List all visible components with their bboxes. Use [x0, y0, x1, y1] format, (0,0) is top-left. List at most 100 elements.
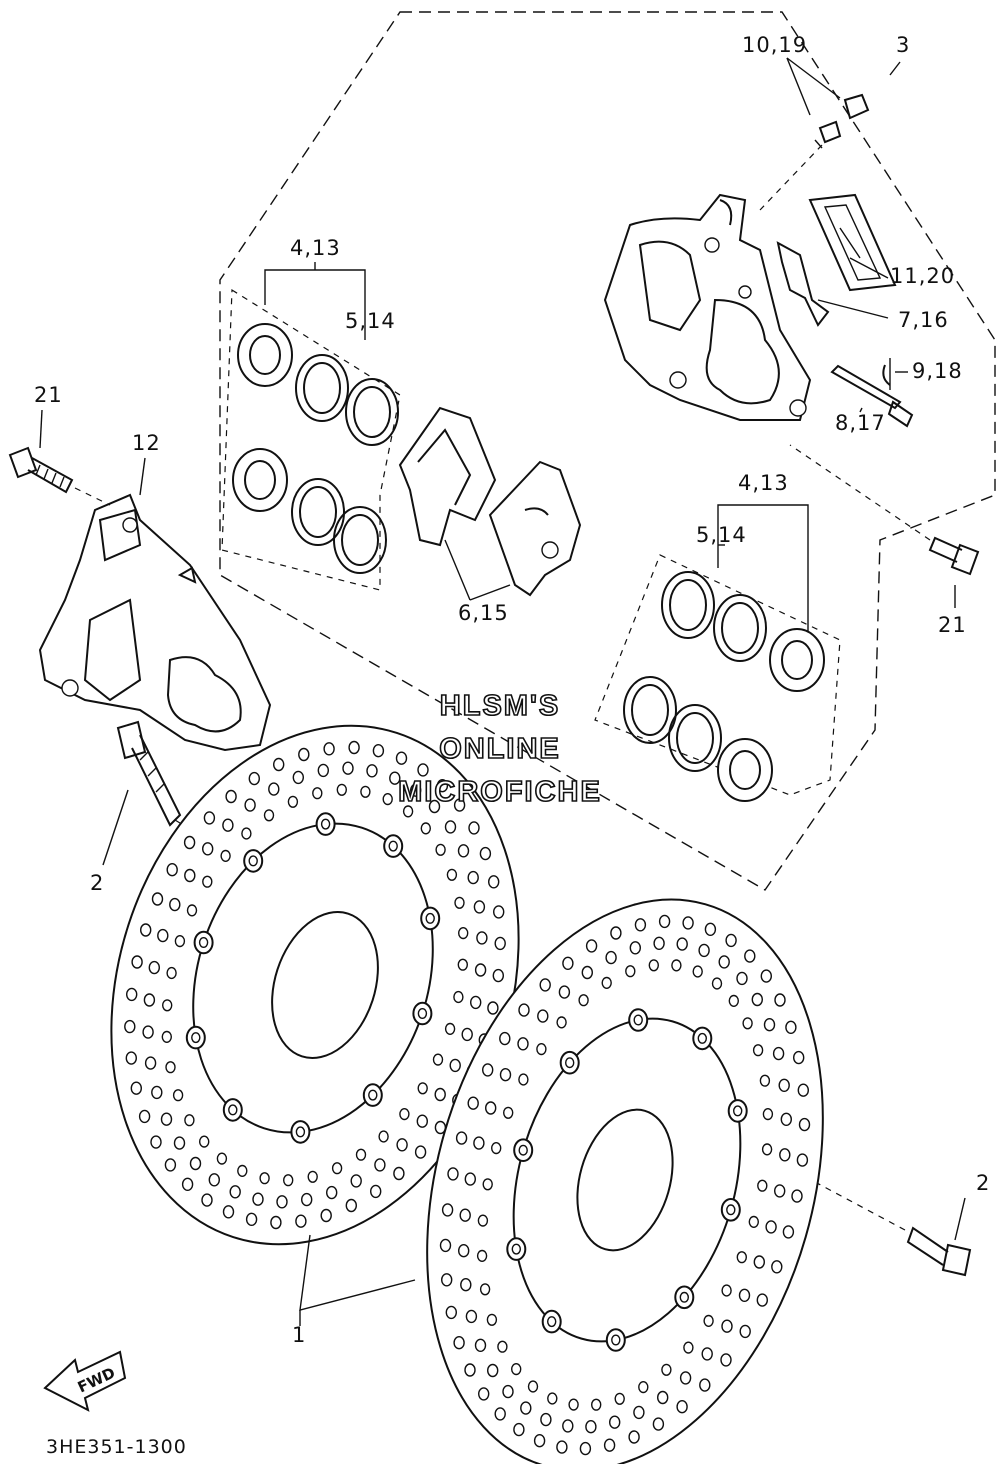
disc-vent-hole — [494, 1407, 506, 1421]
seals-lower — [623, 571, 767, 772]
disc-vent-hole — [744, 949, 756, 963]
rotor-rivet-center — [388, 840, 398, 852]
rotor-rivet-center — [547, 1316, 557, 1328]
disc-vent-hole — [139, 923, 152, 937]
disc-vent-hole — [174, 934, 186, 948]
disc-vent-hole — [738, 1288, 751, 1303]
disc-vent-hole — [711, 977, 723, 990]
bolt-21-left — [8, 446, 74, 494]
pad-pin — [830, 364, 914, 428]
disc-vent-hole — [482, 1178, 493, 1191]
disc-vent-hole — [718, 955, 730, 969]
disc-vent-hole — [130, 1081, 143, 1095]
bleed-screw — [814, 93, 870, 149]
disc-vent-hole — [143, 993, 156, 1007]
disc-vent-hole — [698, 943, 710, 958]
disc-vent-hole — [585, 939, 598, 953]
disc-vent-hole — [414, 1145, 427, 1159]
pistons-upper — [232, 323, 293, 512]
disc-vent-hole — [161, 1030, 173, 1044]
disc-vent-hole — [533, 1433, 546, 1448]
disc-vent-hole — [245, 1212, 258, 1227]
disc-vent-hole — [585, 1419, 597, 1434]
disc-vent-hole — [728, 994, 739, 1008]
disc-vent-hole — [436, 779, 449, 793]
disc-vent-hole — [292, 770, 304, 785]
disc-vent-hole — [679, 1371, 692, 1385]
disc-vent-hole — [441, 1203, 454, 1217]
disc-vent-hole — [756, 1293, 768, 1307]
disc-vent-hole — [540, 1412, 552, 1427]
rotor-rivet-center — [425, 912, 435, 924]
disc-vent-hole — [683, 1341, 694, 1354]
disc-vent-hole — [420, 822, 431, 835]
disc-vent-hole — [225, 789, 237, 804]
rotor-rivet-center — [417, 1008, 428, 1020]
caliper-kit-outline — [219, 11, 996, 891]
disc-vent-hole — [295, 1214, 307, 1228]
disc-vent-hole — [537, 1009, 549, 1023]
rotor-rivet-center — [726, 1204, 736, 1216]
disc-vent-hole — [263, 809, 275, 822]
caliper-left — [38, 493, 272, 752]
disc-vent-hole — [511, 1362, 522, 1376]
disc-vent-hole — [164, 1158, 177, 1172]
disc-vent-hole — [464, 1363, 476, 1377]
disc-vent-hole — [780, 1112, 792, 1127]
watermark-line-3: MICROFICHE — [397, 775, 602, 809]
disc-vent-hole — [312, 787, 323, 800]
disc-vent-hole — [208, 1173, 221, 1187]
disc-vent-hole — [237, 1164, 248, 1178]
rotor-rivet-center — [697, 1032, 707, 1044]
callout-11-20: 11,20 — [890, 264, 955, 288]
disc-vent-hole — [762, 1107, 774, 1121]
disc-vent-hole — [201, 1193, 213, 1207]
disc-vent-hole — [652, 1417, 665, 1431]
diagram-code: 3HE351-1300 — [46, 1436, 187, 1458]
rotor-rivet-center — [320, 818, 331, 830]
disc-vent-hole — [479, 1283, 491, 1296]
disc-vent-hole — [657, 1390, 669, 1405]
disc-vent-hole — [350, 1174, 362, 1188]
disc-vent-hole — [474, 963, 487, 977]
disc-vent-hole — [625, 965, 636, 978]
disc-vent-hole — [491, 1141, 502, 1155]
disc-vent-hole — [513, 1422, 525, 1437]
disc-vent-hole — [184, 1114, 195, 1127]
disc-vent-hole — [142, 1025, 154, 1039]
disc-vent-hole — [721, 1284, 732, 1297]
disc-vent-hole — [609, 1415, 621, 1429]
disc-vent-hole — [402, 805, 414, 818]
disc-vent-hole — [499, 1031, 511, 1046]
disc-vent-hole — [389, 771, 401, 785]
disc-vent-hole — [287, 795, 299, 808]
disc-vent-hole — [326, 1185, 338, 1200]
pin-clip — [882, 364, 891, 386]
disc-vent-hole — [439, 1238, 452, 1253]
disc-vent-hole — [372, 744, 385, 758]
rotor-rivet-center — [679, 1291, 689, 1303]
disc-vent-hole — [558, 985, 571, 999]
disc-vent-hole — [165, 1061, 176, 1074]
disc-vent-hole — [323, 742, 335, 756]
disc-vent-hole — [428, 799, 441, 814]
bolt-2-upper — [116, 720, 182, 827]
caliper-right — [603, 193, 812, 421]
disc-vent-hole — [793, 1050, 805, 1065]
disc-vent-hole — [752, 1044, 764, 1057]
disc-vent-hole — [445, 1305, 457, 1320]
disc-vent-hole — [181, 1177, 194, 1192]
disc-vent-hole — [259, 1172, 270, 1185]
rotor-rivet-center — [248, 855, 258, 867]
disc-vent-hole — [444, 820, 457, 834]
disc-vent-hole — [464, 1172, 476, 1186]
disc-vent-hole — [470, 995, 482, 1010]
disc-vent-hole — [527, 1380, 539, 1393]
disc-vent-hole — [736, 1251, 747, 1264]
callout-9-18: 9,18 — [912, 359, 963, 383]
disc-vent-hole — [796, 1153, 809, 1167]
disc-vent-hole — [774, 993, 786, 1007]
disc-vent-hole — [753, 1255, 765, 1269]
disc-vent-hole — [342, 761, 354, 775]
disc-vent-hole — [487, 1363, 499, 1378]
